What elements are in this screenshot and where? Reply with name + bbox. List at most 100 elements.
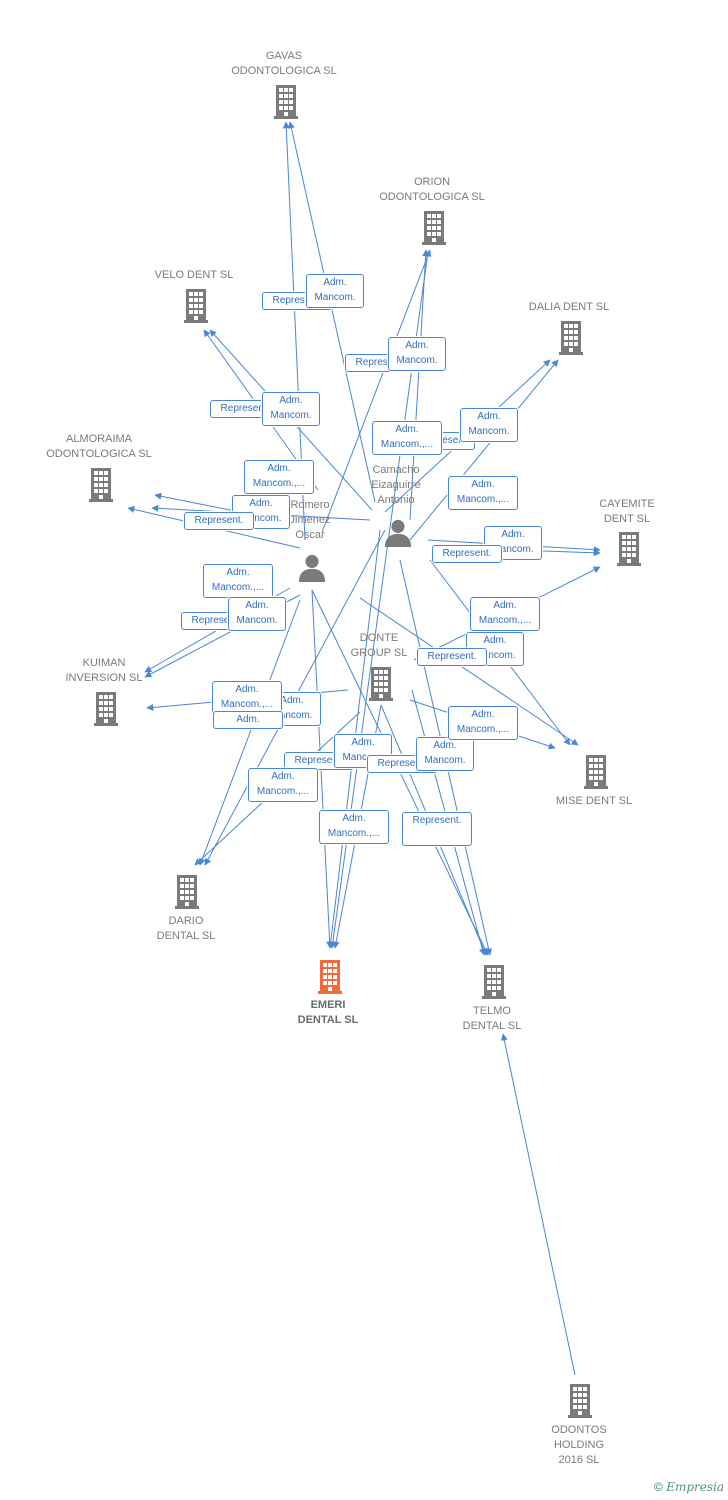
- edge-label[interactable]: Adm.Mancom.: [262, 392, 320, 426]
- footer-credit: © Empresia: [654, 1480, 724, 1494]
- edge-label[interactable]: Adm.Mancom.,...: [372, 421, 442, 455]
- relationship-edge: [321, 249, 432, 533]
- edge-label[interactable]: Adm. Mancom.,...: [319, 810, 389, 844]
- edge-label-line: Adm.: [342, 813, 366, 824]
- node-label-line: CAYEMITE: [599, 498, 655, 510]
- edge-label-line: Represent.: [355, 357, 405, 368]
- node-label-line: GROUP SL: [350, 647, 408, 659]
- building-icon-donte[interactable]: [369, 667, 393, 701]
- building-icon-gavas[interactable]: [274, 85, 298, 119]
- edge-label[interactable]: Represent.: [184, 512, 254, 530]
- edge-label-line: Adm.: [249, 498, 273, 509]
- edge-label[interactable]: Adm.Mancom.,...: [248, 768, 318, 802]
- edge-label-line: Mancom.: [492, 544, 534, 555]
- edge-label[interactable]: Adm.Mancom.: [460, 408, 518, 442]
- edge-label-line: Mancom.: [342, 752, 384, 763]
- edge-label-line: Adm.: [236, 714, 260, 725]
- edge-label-line: Adm.: [433, 740, 457, 751]
- node-label-line: DENT SL: [603, 513, 651, 525]
- edge-label[interactable]: Adm.Mancom.,...: [470, 597, 540, 631]
- node-label-line: DALIA DENT SL: [528, 301, 610, 313]
- edge-label-line: Represent.: [220, 403, 270, 414]
- edge-label[interactable]: Adm.Mancom.: [306, 274, 364, 308]
- node-label-line: MISE DENT SL: [555, 795, 633, 807]
- edge-label-line: Mancom.: [217, 727, 279, 728]
- edge-label[interactable]: Adm.Mancom.,...: [244, 460, 314, 494]
- node-label-line: GAVAS: [265, 50, 303, 62]
- edge-label-line: Represent.: [442, 548, 492, 559]
- edge-label-line: Mancom.: [314, 292, 356, 303]
- node-label-line: Oscar: [295, 529, 325, 541]
- edge-label[interactable]: Adm. Mancom.,...: [203, 564, 273, 598]
- edge-label-line: Mancom.,...: [211, 582, 265, 593]
- edge-label-line: Mancom.,...: [478, 615, 532, 626]
- edge-label[interactable]: Adm.Mancom.: [228, 597, 286, 631]
- node-label-line: VELO DENT SL: [154, 269, 234, 281]
- brand-logo[interactable]: Empresia: [666, 1480, 724, 1494]
- node-label-line: HOLDING: [553, 1439, 605, 1451]
- node-label-line: ODONTOLOGICA SL: [231, 65, 337, 77]
- edge-label-line: Represent.: [412, 815, 462, 826]
- edge-label-line: Mancom.: [396, 355, 438, 366]
- person-icon-romero[interactable]: [298, 554, 326, 582]
- edge-label-line: Adm.: [483, 635, 507, 646]
- node-label-line: ALMORAIMA: [65, 433, 132, 445]
- edge-label[interactable]: Adm.Mancom.: [416, 737, 474, 771]
- node-label-donte[interactable]: DONTE GROUP SL: [304, 631, 454, 661]
- node-label-line: TELMO: [473, 1005, 511, 1017]
- edge-label[interactable]: Represent.: [432, 545, 502, 563]
- edge-label-line: Adm.: [226, 567, 250, 578]
- edge-label-line: Represent.: [191, 615, 241, 626]
- edge-label[interactable]: Adm.Mancom.,...: [448, 476, 518, 510]
- building-icon-velo[interactable]: [184, 289, 208, 323]
- edge-label[interactable]: Adm.Mancom.: [334, 734, 392, 768]
- node-label-mise[interactable]: MISE DENT SL: [519, 794, 669, 809]
- building-icon-mise[interactable]: [584, 755, 608, 789]
- edge-label-line: Represent.: [294, 755, 344, 766]
- edge-label[interactable]: Adm. Mancom.: [484, 526, 542, 560]
- node-label-line: Camacho: [372, 464, 420, 476]
- building-icon-emeri[interactable]: [318, 960, 342, 994]
- edge-label-line: Mancom.,...: [327, 828, 381, 839]
- node-label-dalia[interactable]: DALIA DENT SL: [494, 300, 644, 315]
- building-icon-almoraima[interactable]: [89, 468, 113, 502]
- node-label-line: EMERI: [310, 999, 346, 1011]
- node-label-gavas[interactable]: GAVAS ODONTOLOGICA SL: [209, 49, 359, 79]
- edge-label-line: Mancom.: [236, 615, 278, 626]
- building-icon-dario[interactable]: [175, 875, 199, 909]
- building-icon-dalia[interactable]: [559, 321, 583, 355]
- node-label-velo[interactable]: VELO DENT SL: [119, 268, 269, 283]
- relationship-edge: [409, 249, 430, 521]
- building-icon-orion[interactable]: [422, 211, 446, 245]
- edge-label[interactable]: Represent.: [402, 812, 472, 846]
- edge-label-line: Adm.: [395, 424, 419, 435]
- edge-label-line: Mancom.,...: [456, 494, 510, 505]
- building-icon-cayemite[interactable]: [617, 532, 641, 566]
- edge-label-line: Adm.: [501, 529, 525, 540]
- building-icon-odontos[interactable]: [568, 1384, 592, 1418]
- node-label-line: DONTE: [359, 632, 399, 644]
- edge-label-line: Mancom.: [468, 426, 510, 437]
- edge-label-line: Mancom.: [270, 410, 312, 421]
- edge-label[interactable]: Adm.Mancom.: [388, 337, 446, 371]
- relationship-edge: [359, 597, 579, 746]
- edge-label[interactable]: Adm. Mancom.: [213, 711, 283, 729]
- building-icon-kuiman[interactable]: [94, 692, 118, 726]
- edge-label-line: Adm.: [280, 695, 304, 706]
- edge-label[interactable]: Adm.Mancom.,...: [448, 706, 518, 740]
- relationship-edge: [409, 359, 559, 541]
- building-icon-telmo[interactable]: [482, 965, 506, 999]
- node-label-cayemite[interactable]: CAYEMITE DENT SL: [552, 497, 702, 527]
- edge-label[interactable]: Adm.Mancom.,...: [212, 681, 282, 715]
- node-label-line: Romero: [290, 499, 330, 511]
- edge-label[interactable]: Represent.: [417, 648, 487, 666]
